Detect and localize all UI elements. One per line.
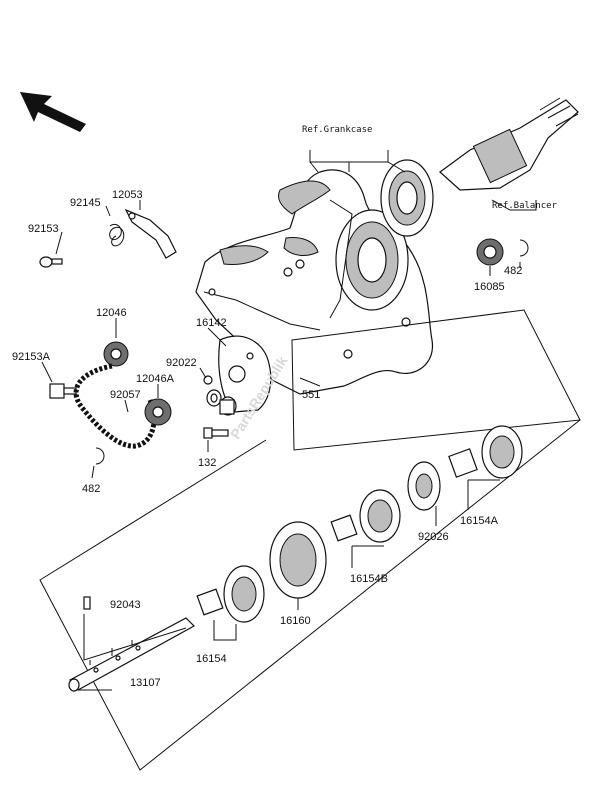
pump-cover-16142 bbox=[218, 335, 272, 413]
label-ref-balancer: Ref.Balancer bbox=[492, 201, 558, 211]
crankcase-drawing bbox=[195, 169, 434, 395]
rotor-outer-16154B bbox=[359, 489, 401, 543]
rotor-inner-16154B bbox=[330, 514, 358, 542]
front-arrow-icon bbox=[20, 92, 86, 132]
bolt-132 bbox=[203, 427, 229, 439]
label-92026: 92026 bbox=[418, 531, 449, 543]
label-16085: 16085 bbox=[474, 281, 505, 293]
label-16160: 16160 bbox=[280, 615, 311, 627]
label-16154B: 16154B bbox=[350, 573, 388, 585]
label-92022: 92022 bbox=[166, 357, 197, 369]
pump-shaft-13107 bbox=[68, 617, 195, 692]
collar bbox=[219, 396, 237, 416]
crankcase-bearing bbox=[380, 159, 434, 237]
rotor-inner-16154A bbox=[448, 448, 478, 478]
label-551: 551 bbox=[302, 389, 320, 401]
rotor-inner-16154 bbox=[196, 588, 224, 616]
pump-housing-16160 bbox=[269, 521, 327, 599]
tensioner-lever-12053 bbox=[124, 208, 177, 259]
chain-92057 bbox=[73, 363, 157, 449]
label-16154: 16154 bbox=[196, 653, 227, 665]
label-132: 132 bbox=[198, 457, 216, 469]
sprocket-12046 bbox=[103, 341, 129, 367]
label-92153: 92153 bbox=[28, 223, 59, 235]
leader-lines bbox=[41, 150, 537, 691]
label-16154A: 16154A bbox=[460, 515, 499, 527]
rotor-outer-16154A bbox=[481, 425, 523, 479]
label-12046A: 12046A bbox=[136, 373, 175, 385]
label-ref-crankcase: Ref.Grankcase bbox=[302, 125, 372, 135]
label-16142: 16142 bbox=[196, 317, 227, 329]
label-92057: 92057 bbox=[110, 389, 141, 401]
label-92145: 92145 bbox=[70, 197, 101, 209]
bolt-92153A bbox=[49, 383, 77, 399]
label-12053: 12053 bbox=[112, 189, 143, 201]
rotor-outer-16154 bbox=[223, 565, 265, 623]
circlip-482-top bbox=[519, 239, 529, 257]
label-92153A: 92153A bbox=[12, 351, 51, 363]
label-482-bottom: 482 bbox=[82, 483, 100, 495]
circlip-482-bottom bbox=[95, 447, 105, 465]
label-13107: 13107 bbox=[130, 677, 161, 689]
spring-92145 bbox=[109, 224, 125, 247]
balancer-shaft bbox=[439, 97, 579, 191]
washer-92022 bbox=[203, 375, 222, 407]
sprocket-12046A bbox=[144, 398, 172, 426]
label-12046: 12046 bbox=[96, 307, 127, 319]
bolt-92153 bbox=[39, 256, 63, 268]
label-92043: 92043 bbox=[110, 599, 141, 611]
gear-16085 bbox=[476, 238, 504, 266]
label-482-top: 482 bbox=[504, 265, 522, 277]
pin-92043 bbox=[83, 596, 91, 610]
pump-body-92026 bbox=[407, 461, 441, 511]
